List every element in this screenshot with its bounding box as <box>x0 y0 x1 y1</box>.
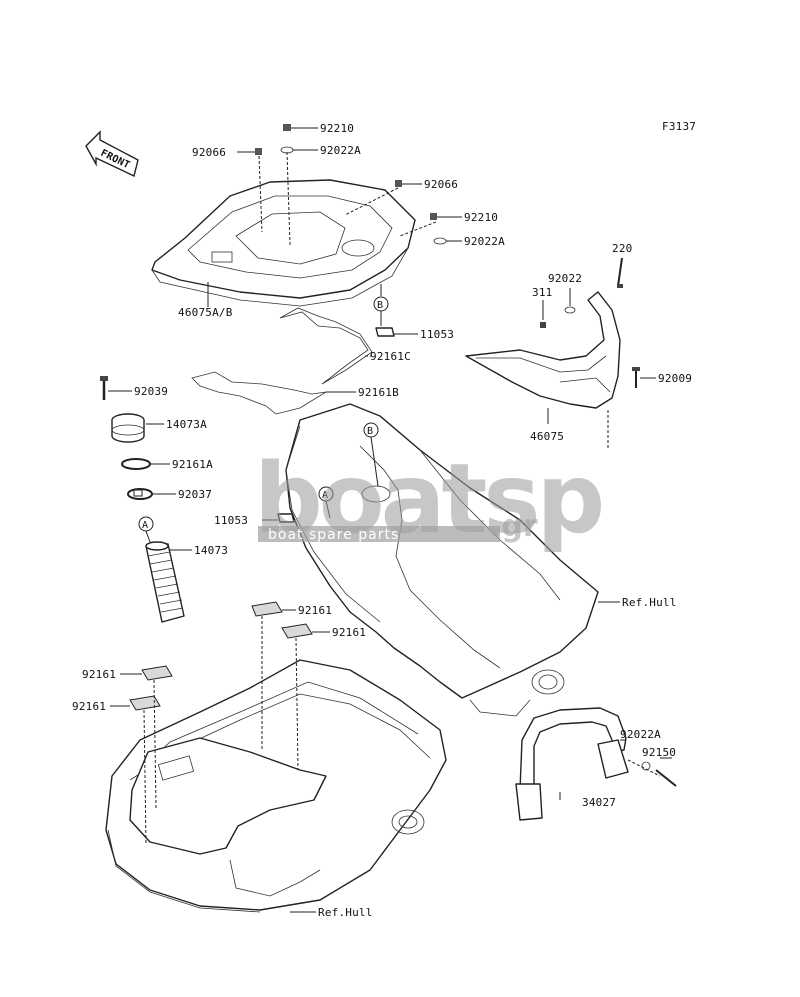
label-92022A-c: 92022A <box>620 728 661 741</box>
label-92161-d: 92161 <box>72 700 106 713</box>
callout-a-left-text: A <box>142 520 148 531</box>
fastener-92210-top <box>283 124 291 131</box>
hull-lower-part <box>105 659 447 913</box>
callout-a-lower-text: A <box>322 490 328 501</box>
gasket-92161C <box>279 307 373 385</box>
gasket-92161B <box>191 371 327 415</box>
callout-b-upper-text: B <box>377 300 383 311</box>
label-311: 311 <box>532 286 552 299</box>
label-92037: 92037 <box>178 488 212 501</box>
fastener-92066-left <box>255 148 262 155</box>
vent-cap-14073A <box>111 413 145 443</box>
label-92161C: 92161C <box>370 350 411 363</box>
decal-92161-d <box>129 695 161 711</box>
label-14073A: 14073A <box>166 418 207 431</box>
label-92161A: 92161A <box>172 458 213 471</box>
label-92210-b: 92210 <box>464 211 498 224</box>
label-92161-a: 92161 <box>298 604 332 617</box>
label-92039: 92039 <box>134 385 168 398</box>
nut-311 <box>540 322 546 328</box>
hose-14073 <box>145 541 185 623</box>
decal-92161-c <box>141 665 173 681</box>
label-92161B: 92161B <box>358 386 399 399</box>
watermark-tagline: boat spare parts <box>268 527 399 543</box>
label-92009: 92009 <box>658 372 692 385</box>
bolt-92150 <box>655 769 677 787</box>
screw-92009 <box>632 367 640 388</box>
label-220: 220 <box>612 242 632 255</box>
label-92161-b: 92161 <box>332 626 366 639</box>
washer-92022A-right <box>433 237 447 245</box>
decal-92161-b <box>281 623 313 639</box>
fastener-92066-right <box>395 180 402 187</box>
label-92210-a: 92210 <box>320 122 354 135</box>
oring-92161A <box>121 458 151 470</box>
grab-handle-34027 <box>515 707 629 821</box>
storage-cover-part <box>151 179 416 307</box>
bolt-220 <box>617 257 623 288</box>
clamp-92037 <box>127 488 153 500</box>
watermark-logo: boatsp .gr boat spare parts <box>254 443 605 555</box>
label-refhull-upper: Ref.Hull <box>622 596 677 609</box>
washer-92022 <box>564 306 576 314</box>
callout-b-lower-text: B <box>367 426 373 437</box>
clip-11053-lower <box>277 513 295 523</box>
label-46075AB: 46075A/B <box>178 306 233 319</box>
label-14073: 14073 <box>194 544 228 557</box>
label-46075: 46075 <box>530 430 564 443</box>
rear-cover-part-46075 <box>465 291 621 409</box>
front-arrow-icon: FRONT <box>85 130 139 177</box>
label-92022A-a: 92022A <box>320 144 361 157</box>
figure-code: F3137 <box>662 120 696 133</box>
label-34027: 34027 <box>582 796 616 809</box>
bolt-92039 <box>100 376 108 400</box>
label-92022A-b: 92022A <box>464 235 505 248</box>
decal-92161-a <box>251 601 283 617</box>
label-11053-b: 11053 <box>214 514 248 527</box>
label-11053-a: 11053 <box>420 328 454 341</box>
label-92022: 92022 <box>548 272 582 285</box>
label-refhull-lower: Ref.Hull <box>318 906 373 919</box>
fastener-92210-right <box>430 213 437 220</box>
label-92066-b: 92066 <box>424 178 458 191</box>
label-92161-c: 92161 <box>82 668 116 681</box>
clip-11053-upper <box>375 327 395 337</box>
washer-92022A-lower <box>641 761 651 771</box>
label-92066-a: 92066 <box>192 146 226 159</box>
label-92150: 92150 <box>642 746 676 759</box>
